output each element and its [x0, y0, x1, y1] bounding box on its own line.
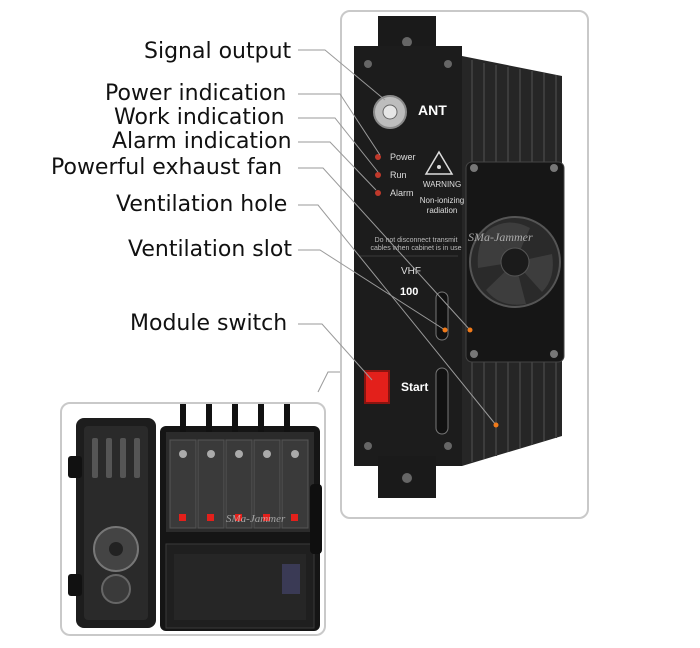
- antenna-label: ANT: [418, 102, 447, 118]
- jammer-module-photo: [354, 16, 565, 498]
- band-value-label: 100: [400, 286, 419, 298]
- warning-line-1: Non-ionizing: [419, 196, 465, 205]
- jammer-case-photo: [68, 404, 322, 631]
- callout-ventilation-slot: Ventilation slot: [128, 237, 292, 262]
- watermark: SMa-Jammer: [468, 230, 533, 244]
- led-run-label: Run: [390, 170, 407, 180]
- callout-work-indication: Work indication: [114, 105, 285, 130]
- inset-photo-frame: [60, 402, 326, 636]
- callout-exhaust-fan: Powerful exhaust fan: [51, 155, 283, 180]
- callout-ventilation-hole: Ventilation hole: [116, 192, 288, 217]
- callout-module-switch: Module switch: [130, 311, 288, 336]
- watermark-inset: SMa-Jammer: [226, 513, 286, 525]
- warning-line-2: radiation: [426, 206, 458, 215]
- caution-line-2: cables when cabinet is in use: [370, 245, 462, 252]
- warning-title: WARNING: [422, 180, 462, 189]
- callout-alarm-indication: Alarm indication: [112, 129, 292, 154]
- callout-signal-output: Signal output: [144, 39, 292, 64]
- band-type-label: VHF: [401, 266, 421, 277]
- start-button-label: Start: [401, 380, 429, 394]
- led-alarm-label: Alarm: [390, 188, 414, 198]
- callout-power-indication: Power indication: [105, 81, 287, 106]
- led-power-label: Power: [390, 152, 416, 162]
- caution-line-1: Do not disconnect transmit: [374, 237, 458, 244]
